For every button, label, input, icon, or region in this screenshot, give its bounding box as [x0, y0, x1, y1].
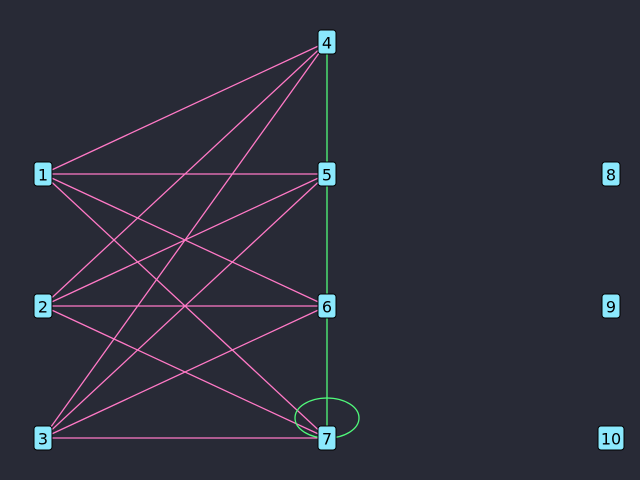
node-label: 10 — [601, 430, 621, 449]
edge-3-6 — [42, 305, 328, 439]
node-box — [317, 425, 337, 451]
node-1: 1 — [33, 161, 53, 187]
node-5: 5 — [317, 161, 337, 187]
node-box — [597, 425, 625, 451]
node-3: 3 — [33, 425, 53, 451]
edge-2-4 — [42, 41, 328, 307]
node-6: 6 — [317, 293, 337, 319]
node-box — [317, 293, 337, 319]
node-box — [33, 293, 53, 319]
node-9: 9 — [601, 293, 621, 319]
node-label: 3 — [38, 430, 48, 449]
node-10: 10 — [597, 425, 625, 451]
node-4: 4 — [317, 29, 337, 55]
node-8: 8 — [601, 161, 621, 187]
edge-3-5 — [42, 173, 328, 439]
node-7: 7 — [317, 425, 337, 451]
nodes-layer: 1 2 3 4 5 6 7 8 9 10 — [33, 29, 625, 451]
node-label: 7 — [322, 430, 332, 449]
edge-3-4 — [42, 41, 328, 439]
node-label: 2 — [38, 298, 48, 317]
node-label: 1 — [38, 166, 48, 185]
node-box — [33, 425, 53, 451]
node-box — [601, 293, 621, 319]
edges-layer — [42, 41, 360, 439]
node-label: 5 — [322, 166, 332, 185]
edge-1-4 — [42, 41, 328, 175]
node-box — [317, 161, 337, 187]
node-box — [317, 29, 337, 55]
node-label: 8 — [606, 166, 616, 185]
node-box — [33, 161, 53, 187]
node-label: 9 — [606, 298, 616, 317]
node-box — [601, 161, 621, 187]
node-label: 6 — [322, 298, 332, 317]
node-label: 4 — [322, 34, 332, 53]
node-2: 2 — [33, 293, 53, 319]
